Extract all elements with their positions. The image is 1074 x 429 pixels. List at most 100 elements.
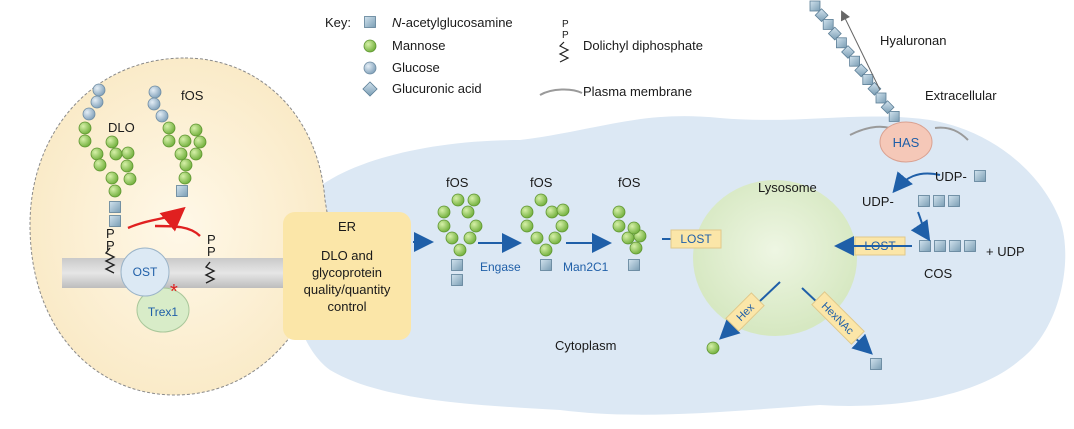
mannose-icon	[539, 243, 553, 257]
glcnac-icon	[836, 37, 847, 49]
mannose-icon	[706, 341, 720, 355]
udp-arrow	[892, 171, 941, 194]
er-membrane	[62, 258, 324, 288]
glcnac-icon	[540, 259, 552, 271]
mannose-icon	[437, 205, 451, 219]
phosphate-label: P	[207, 232, 216, 247]
plus-udp-label: + UDP	[986, 244, 1025, 259]
glcnac-icon	[628, 259, 640, 271]
key-membrane-label: Plasma membrane	[583, 84, 692, 99]
mannose-icon	[78, 121, 92, 135]
mannose-icon	[189, 147, 203, 161]
glcnac-icon	[822, 18, 834, 30]
glcnac-icon	[809, 0, 821, 12]
mannose-icon	[520, 219, 534, 233]
er-title: ER	[338, 219, 356, 234]
ost-label: OST	[133, 265, 158, 279]
mannose-icon	[162, 121, 176, 135]
has-label: HAS	[893, 135, 920, 150]
glcnac-icon	[964, 240, 976, 252]
mannose-icon	[121, 146, 135, 160]
lost-transporter	[670, 229, 722, 249]
mannose-icon	[109, 147, 123, 161]
mannose-icon	[627, 221, 641, 235]
dolichol-chain-icon	[204, 261, 216, 284]
man2c1-label: Man2C1	[563, 260, 609, 274]
glucose-icon	[92, 83, 106, 97]
mannose-icon	[629, 241, 643, 255]
mannose-icon	[120, 159, 134, 173]
mannose-icon	[189, 123, 203, 137]
glcnac-icon	[364, 16, 376, 28]
udp-label-2: UDP-	[862, 194, 894, 209]
cos-label: COS	[924, 266, 953, 281]
mannose-icon	[93, 158, 107, 172]
glcnac-icon	[934, 240, 946, 252]
glcnac-icon	[109, 215, 121, 227]
fos-label-1: fOS	[446, 175, 469, 190]
mannose-icon	[534, 193, 548, 207]
glucuronic-acid-icon	[854, 63, 869, 78]
fos-label-inset: fOS	[181, 88, 204, 103]
mannose-icon	[520, 205, 534, 219]
glcnac-icon	[949, 240, 961, 252]
mannose-icon	[105, 135, 119, 149]
mannose-icon	[530, 231, 544, 245]
trex1-label: Trex1	[148, 305, 179, 319]
key-glcnac-label: N-acetylglucosamine	[392, 15, 513, 30]
mannose-icon	[437, 219, 451, 233]
lysosome	[693, 180, 857, 336]
mannose-icon	[108, 184, 122, 198]
mannose-icon	[445, 231, 459, 245]
glucose-icon	[155, 109, 169, 123]
cos-arrow	[910, 211, 931, 242]
key-p-glyph: P	[562, 19, 569, 30]
mannose-icon	[467, 193, 481, 207]
dlo-label: DLO	[108, 120, 135, 135]
key-dolichol-icon	[558, 41, 570, 63]
er-text-line: DLO and	[321, 248, 373, 263]
glcnac-icon	[862, 74, 874, 85]
mannose-icon	[556, 203, 570, 217]
glcnac-icon	[109, 201, 121, 213]
er-text-line: quality/quantity	[304, 282, 391, 297]
glucuronic-acid-icon	[814, 8, 829, 23]
mannose-icon	[90, 147, 104, 161]
glucuronic-acid-icon	[880, 100, 895, 115]
udp-label-1: UDP-	[935, 169, 967, 184]
mannose-icon	[451, 193, 465, 207]
key-glcua-label: Glucuronic acid	[392, 81, 482, 96]
lost-label-1: LOST	[680, 232, 712, 246]
glcnac-icon	[974, 170, 986, 182]
key-p-glyph: P	[562, 30, 569, 41]
glcnac-icon	[933, 195, 945, 207]
mutation-star: *	[170, 281, 178, 303]
phosphate-label: P	[106, 226, 115, 241]
glcnac-icon	[919, 240, 931, 252]
lysosome-label: Lysosome	[758, 180, 817, 195]
glcnac-icon	[870, 358, 882, 370]
key-glucose-label: Glucose	[392, 60, 440, 75]
glcnac-icon	[948, 195, 960, 207]
key-dolichyl-label: Dolichyl diphosphate	[583, 38, 703, 53]
key-mannose-label: Mannose	[392, 38, 445, 53]
key-membrane-icon	[539, 88, 583, 96]
glcnac-icon	[451, 259, 463, 271]
glcnac-icon	[918, 195, 930, 207]
ost-protein	[120, 247, 170, 297]
mannose-icon	[463, 231, 477, 245]
red-arrow	[127, 206, 186, 232]
mannose-icon	[612, 219, 626, 233]
glcnac-icon	[875, 92, 887, 104]
extracellular-label: Extracellular	[925, 88, 997, 103]
mannose-icon	[363, 39, 377, 53]
hexnac-box	[811, 291, 865, 345]
mannose-icon	[78, 134, 92, 148]
mannose-icon	[461, 205, 475, 219]
er-box	[283, 212, 411, 340]
hex-box	[725, 292, 765, 332]
phosphate-label: P	[207, 244, 216, 259]
cytoplasm-label: Cytoplasm	[555, 338, 616, 353]
glcnac-icon	[176, 185, 188, 197]
